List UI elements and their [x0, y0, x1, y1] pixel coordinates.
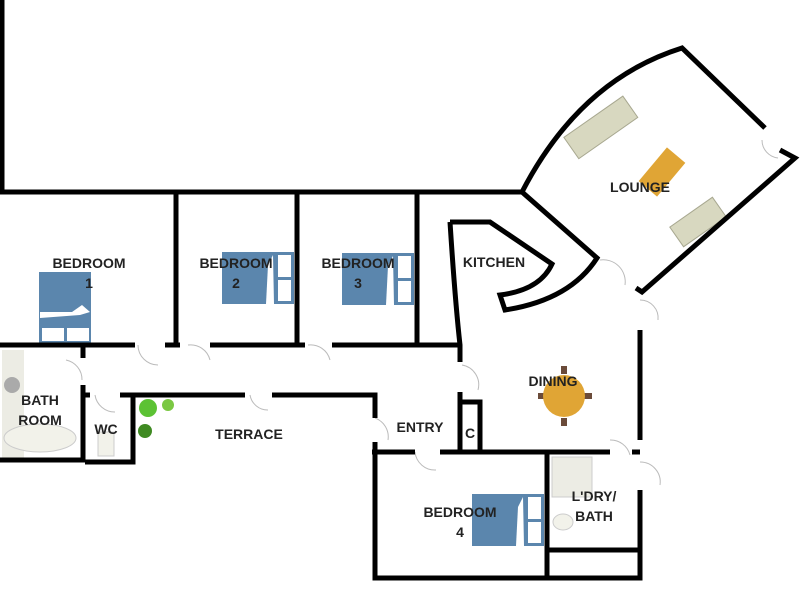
entry-label: ENTRY: [397, 419, 445, 435]
bedroom2-label: BEDROOM: [199, 255, 272, 271]
bed-3: [342, 253, 414, 305]
laundry-label-line2: BATH: [575, 508, 613, 524]
terrace-label: TERRACE: [215, 426, 283, 442]
coffee-table: [638, 147, 686, 197]
kitchen-label: KITCHEN: [463, 254, 525, 270]
bedroom1-label: BEDROOM: [52, 255, 125, 271]
dining-label: DINING: [529, 373, 578, 389]
plants: [138, 399, 174, 438]
lounge-label: LOUNGE: [610, 179, 670, 195]
bedroom3-label: BEDROOM: [321, 255, 394, 271]
door-swings: [65, 139, 779, 486]
bedroom3-number: 3: [354, 275, 362, 291]
bathroom-label-line1: BATH: [21, 392, 59, 408]
bedroom4-label: BEDROOM: [423, 504, 496, 520]
bathroom-label-line2: ROOM: [18, 412, 62, 428]
bedroom4-number: 4: [456, 524, 464, 540]
bed-1: [39, 272, 91, 344]
sofa-top: [563, 95, 639, 160]
closet-label: C: [465, 425, 475, 441]
sofa-bottom: [669, 196, 727, 248]
wc-label: WC: [94, 421, 117, 437]
bed-2: [222, 252, 294, 304]
bed-4: [472, 494, 544, 546]
bathroom-fixtures: [2, 350, 593, 531]
walls: [0, 0, 800, 581]
bedroom2-number: 2: [232, 275, 240, 291]
bedroom1-number: 1: [85, 275, 93, 291]
laundry-label-line1: L'DRY/: [572, 488, 617, 504]
dining-table: [538, 366, 592, 426]
